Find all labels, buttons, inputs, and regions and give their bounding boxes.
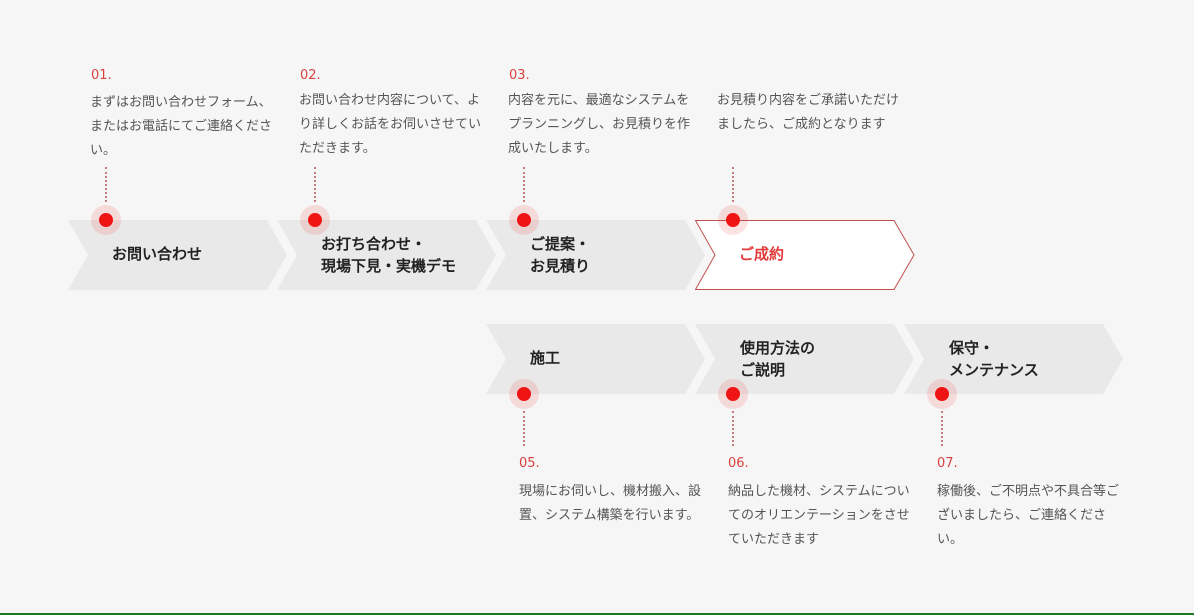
step-description: 稼働後、ご不明点や不具合等ございましたら、ご連絡ください。 [937, 484, 1120, 547]
step-description: まずはお問い合わせフォーム、またはお電話にてご連絡ください。 [90, 95, 273, 158]
step-title: お問い合わせ [112, 245, 203, 263]
timeline-dot-icon [718, 205, 748, 235]
bottom-border [0, 613, 1194, 615]
dotted-connector [105, 167, 107, 202]
step-number: 02. [300, 68, 321, 83]
dotted-connector [523, 411, 525, 446]
step-number: 01. [91, 68, 112, 83]
dotted-connector [314, 167, 316, 202]
step-number: 05. [519, 456, 540, 471]
step-description: 現場にお伺いし、機材搬入、設置、システム構築を行います。 [519, 484, 702, 523]
timeline-dot-icon [927, 379, 957, 409]
step-arrow: ご提案・ お見積り [486, 220, 706, 290]
timeline-dot-icon [509, 379, 539, 409]
step-arrow: お問い合わせ [68, 220, 288, 290]
dotted-connector [523, 167, 525, 202]
dotted-connector [941, 411, 943, 446]
step-description: 内容を元に、最適なシステムをプランニングし、お見積りを作成いたします。 [508, 93, 691, 156]
step-arrow: お打ち合わせ・ 現場下見・実機デモ [277, 220, 497, 290]
step-title: 保守・ メンテナンス [949, 339, 1039, 379]
timeline-dot-icon [300, 205, 330, 235]
dotted-connector [732, 167, 734, 202]
step-description: お問い合わせ内容について、より詳しくお話をお伺いさせていただきます。 [299, 93, 482, 156]
step-title: 使用方法の ご説明 [740, 339, 816, 379]
timeline-dot-icon [509, 205, 539, 235]
step-number: 03. [509, 68, 530, 83]
timeline-dot-icon [718, 379, 748, 409]
step-arrow: 使用方法の ご説明 [695, 324, 915, 394]
step-arrow-active: ご成約 [695, 220, 915, 290]
step-arrow: 施工 [486, 324, 706, 394]
step-title: ご成約 [739, 245, 785, 263]
step-title: お打ち合わせ・ 現場下見・実機デモ [321, 235, 457, 275]
step-number: 07. [937, 456, 958, 471]
step-description: お見積り内容をご承諾いただけましたら、ご成約となります [717, 93, 900, 132]
step-description: 納品した機材、システムについてのオリエンテーションをさせていただきます [728, 484, 910, 547]
step-arrow: 保守・ メンテナンス [904, 324, 1124, 394]
step-title: 施工 [530, 349, 561, 367]
step-number: 06. [728, 456, 749, 471]
dotted-connector [732, 411, 734, 446]
step-title: ご提案・ お見積り [530, 235, 591, 275]
timeline-dot-icon [91, 205, 121, 235]
